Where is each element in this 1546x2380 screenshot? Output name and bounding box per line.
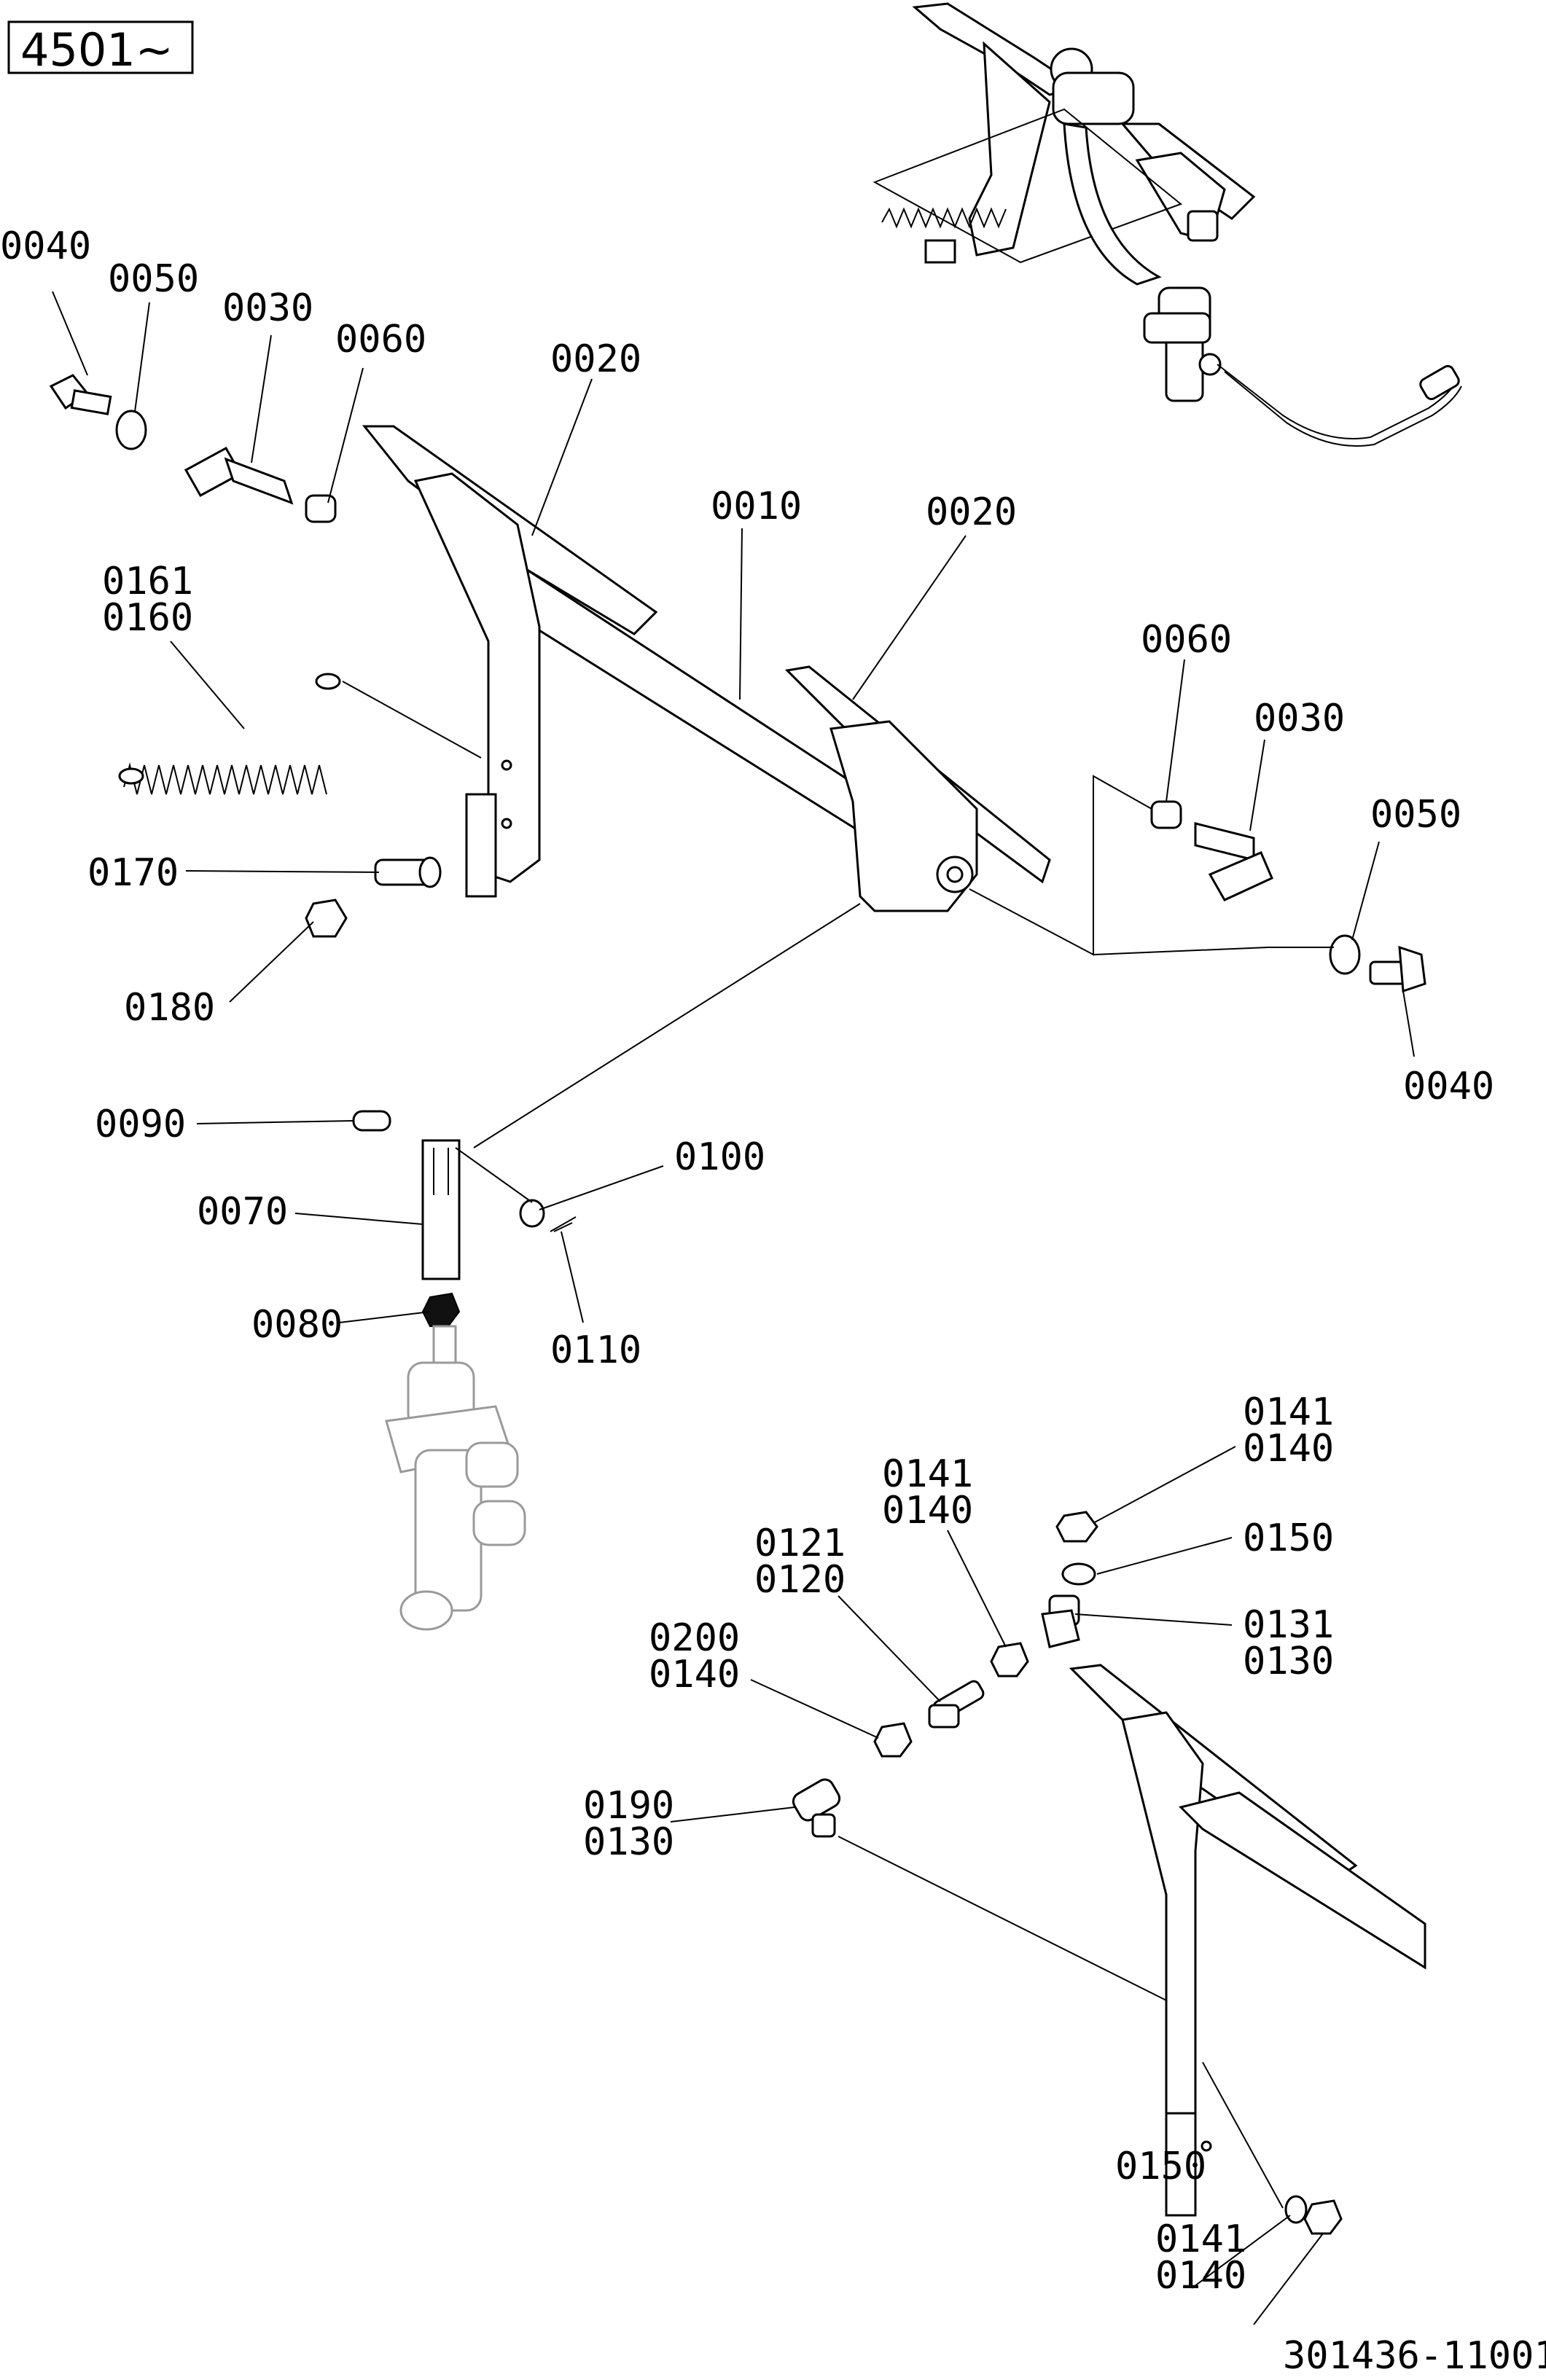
callout-0141-b: 0141 bbox=[882, 1452, 973, 1496]
callout-0130-a: 0130 bbox=[1243, 1640, 1334, 1683]
washer-right bbox=[1329, 934, 1361, 975]
pin-plate-left bbox=[184, 446, 294, 505]
master-cylinder bbox=[385, 1325, 526, 1631]
return-spring bbox=[118, 673, 341, 795]
callout-0100: 0100 bbox=[674, 1135, 765, 1179]
callout-0140-c: 0140 bbox=[649, 1653, 740, 1696]
serial-range-text: 4501~ bbox=[20, 23, 173, 77]
callout-0030-b: 0030 bbox=[1254, 697, 1345, 740]
callout-0020-a: 0020 bbox=[550, 337, 641, 381]
turnbuckle-0121 bbox=[928, 1680, 985, 1729]
assembly-overview bbox=[872, 2, 1462, 447]
callout-0120: 0120 bbox=[754, 1558, 846, 1602]
nut-0141-a bbox=[1055, 1511, 1098, 1543]
washer-left bbox=[115, 410, 147, 450]
callout-0200: 0200 bbox=[649, 1616, 740, 1660]
callout-0131: 0131 bbox=[1243, 1603, 1334, 1647]
washer-0100 bbox=[519, 1199, 545, 1228]
nut-0080 bbox=[421, 1292, 461, 1327]
leader-lines bbox=[52, 291, 1415, 2325]
nut-0141-c bbox=[1303, 2199, 1343, 2235]
ball-joint-0190 bbox=[792, 1778, 841, 1838]
callout-0040-a: 0040 bbox=[0, 224, 91, 268]
pin-plate-right bbox=[1194, 822, 1273, 901]
callout-0030-a: 0030 bbox=[222, 286, 313, 330]
callout-0050-b: 0050 bbox=[1370, 793, 1461, 837]
callout-0140-a: 0140 bbox=[1243, 1427, 1334, 1471]
callout-0080: 0080 bbox=[251, 1303, 343, 1347]
callout-0170: 0170 bbox=[87, 851, 179, 895]
callout-0161: 0161 bbox=[102, 560, 193, 603]
callout-0090: 0090 bbox=[95, 1103, 186, 1146]
callout-0150-a: 0150 bbox=[1243, 1516, 1334, 1560]
callout-0050-a: 0050 bbox=[108, 257, 199, 301]
nut-0180 bbox=[305, 899, 348, 938]
bolt-right bbox=[1369, 945, 1426, 993]
callout-0141-a: 0141 bbox=[1243, 1390, 1334, 1434]
callout-0141-c: 0141 bbox=[1155, 2217, 1246, 2261]
callout-0180: 0180 bbox=[124, 986, 215, 1030]
callout-0160: 0160 bbox=[102, 596, 193, 640]
callout-0040-b: 0040 bbox=[1403, 1065, 1494, 1108]
callout-0130-b: 0130 bbox=[583, 1820, 674, 1864]
cotter-pin-0110 bbox=[550, 1216, 577, 1232]
bushing-right bbox=[1150, 800, 1182, 829]
callout-0150-b: 0150 bbox=[1115, 2145, 1206, 2188]
ball-joint-0131 bbox=[1041, 1594, 1080, 1648]
nut-0200 bbox=[873, 1722, 913, 1758]
clevis-0070 bbox=[421, 1139, 461, 1280]
serial-range-box: 4501~ bbox=[7, 20, 194, 77]
callout-0060-a: 0060 bbox=[335, 318, 426, 361]
nut-0141-b bbox=[990, 1642, 1029, 1678]
callout-0060-b: 0060 bbox=[1141, 618, 1232, 662]
pedal-arm-right bbox=[784, 665, 1051, 912]
callout-0020-b: 0020 bbox=[926, 490, 1017, 534]
callout-0070: 0070 bbox=[197, 1190, 288, 1234]
callout-0140-d: 0140 bbox=[1155, 2254, 1246, 2298]
callout-labels: 0040 0050 0030 0060 0020 0010 0020 0161 … bbox=[0, 224, 1494, 2298]
pin-0090 bbox=[352, 1110, 391, 1132]
callout-0010: 0010 bbox=[711, 485, 802, 528]
bolt-left bbox=[49, 374, 112, 415]
lock-washer-0150-a bbox=[1061, 1562, 1096, 1586]
callout-0121: 0121 bbox=[754, 1522, 846, 1565]
callout-0140-b: 0140 bbox=[882, 1489, 973, 1532]
lock-washer-0150-b bbox=[1284, 2195, 1308, 2224]
callout-0110: 0110 bbox=[550, 1328, 641, 1372]
pedal-arm-detail bbox=[1069, 1664, 1426, 2217]
pedal-arm-left bbox=[362, 425, 658, 898]
callout-0190: 0190 bbox=[583, 1784, 674, 1828]
bushing-left bbox=[305, 494, 337, 523]
clevis-pin bbox=[374, 856, 442, 888]
drawing-number: 301436-11001 bbox=[1283, 2334, 1546, 2378]
